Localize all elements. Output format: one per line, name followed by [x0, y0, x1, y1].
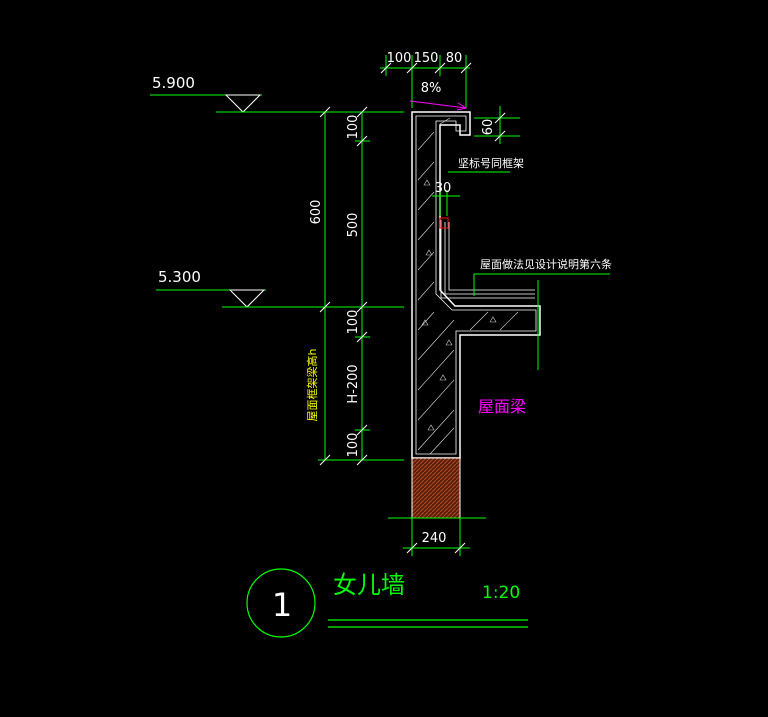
slope-label: 8% [421, 81, 442, 96]
roof-note-leader [473, 273, 610, 296]
detail-number: 1 [272, 586, 292, 624]
detail-number-circle [246, 568, 316, 638]
dim-vertical-seg-1: 100 [346, 115, 361, 140]
dim-vertical-total: 600 [309, 200, 324, 225]
drip-dimension [474, 106, 520, 144]
groove-marker [439, 217, 449, 229]
dim-vertical-seg-3: 100 [346, 310, 361, 335]
top-dimensions [380, 55, 472, 108]
dim-top-1: 100 [387, 51, 412, 66]
detail-title: 女儿墙 [333, 571, 405, 599]
roof-practice-note: 屋面做法见设计说明第六条 [480, 257, 612, 271]
level-marker-lower: 5.300 [156, 268, 404, 308]
dim-vertical-seg-5: 100 [346, 433, 361, 458]
level-marker-upper: 5.900 [150, 74, 404, 113]
title-block: 1 女儿墙 1:20 [246, 568, 528, 638]
slope-arrow [409, 100, 468, 111]
concrete-hatch [417, 117, 519, 455]
groove-dimension [432, 190, 460, 216]
vertical-dimensions [318, 106, 404, 466]
bottom-dimension [388, 517, 486, 556]
dim-vertical-seg-4: H-200 [346, 364, 361, 403]
brick-wall [411, 457, 461, 519]
detail-scale: 1:20 [482, 583, 520, 603]
dim-drip-height: 60 [481, 119, 496, 136]
dim-vertical-seg-2: 500 [346, 213, 361, 238]
beam-height-note: 屋面框架梁高h [305, 348, 319, 421]
dim-top-3: 80 [446, 51, 463, 66]
level-upper: 5.900 [152, 74, 195, 92]
dim-groove: 30 [435, 181, 452, 196]
level-lower: 5.300 [158, 268, 201, 286]
concrete-aggregate [421, 179, 497, 431]
waterproof-layer [440, 220, 535, 299]
beam-label: 屋面梁 [478, 397, 526, 416]
frame-ref-note: 坚标号同框架 [458, 156, 524, 170]
dim-top-2: 150 [414, 51, 439, 66]
dim-wall-thickness: 240 [422, 531, 447, 546]
